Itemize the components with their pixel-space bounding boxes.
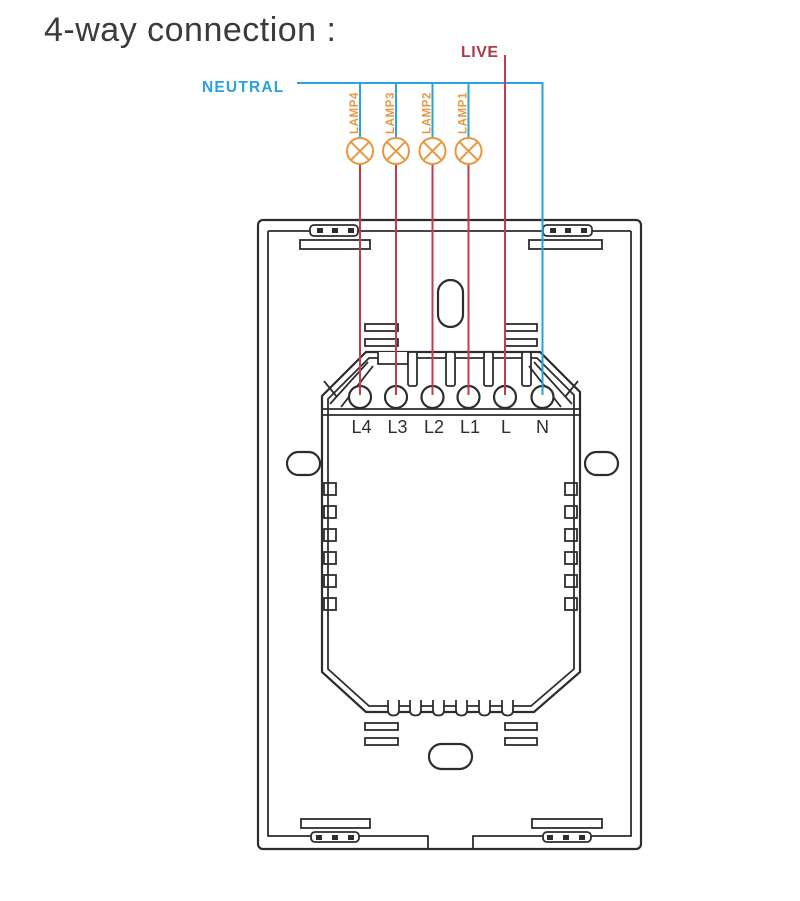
terminal-label-l: L (501, 417, 511, 437)
terminal-label-n: N (536, 417, 549, 437)
clip-pins-bottom (316, 835, 585, 840)
lamp4-icon (346, 137, 374, 165)
module-outer-outline (320, 350, 582, 714)
page-title: 4-way connection : (44, 11, 337, 49)
lamp-symbols (346, 137, 483, 165)
faceplate (256, 218, 643, 851)
switch-module (320, 350, 582, 717)
neutral-label: NEUTRAL (202, 79, 284, 96)
terminal-labels: L4 L3 L2 L1 L N (351, 417, 549, 437)
screw-hole-bottom (427, 742, 474, 771)
live-label: LIVE (461, 44, 499, 61)
module-inner-outline (327, 357, 575, 707)
terminal-dividers (407, 351, 532, 387)
terminal-shelf-line (322, 408, 580, 416)
lamp4-label: LAMP4 (349, 92, 361, 134)
vent-slots-lower (364, 722, 538, 746)
slot-top-left (299, 239, 371, 250)
slot-bottom-left (300, 818, 371, 829)
lamp1-icon (454, 137, 483, 165)
side-lugs (323, 482, 578, 611)
terminal-label-l3: L3 (387, 417, 407, 437)
clip-pins-top (317, 228, 587, 233)
slot-bottom-right (531, 818, 603, 829)
slot-top-right (528, 239, 603, 250)
terminal-label-l1: L1 (460, 417, 480, 437)
lamp1-label: LAMP1 (458, 92, 470, 134)
faceplate-outer-edge (256, 218, 643, 851)
lamp2-label: LAMP2 (422, 92, 434, 134)
screw-hole-top (436, 278, 465, 329)
lamp-labels: LAMP4 LAMP3 LAMP2 LAMP1 (349, 92, 470, 134)
bottom-tabs (387, 700, 514, 717)
neutral-bus-wire (297, 82, 544, 395)
neutral-wires (297, 82, 544, 395)
side-oval-left (285, 450, 322, 477)
terminal-label-l4: L4 (351, 417, 371, 437)
lamp2-icon (418, 137, 447, 165)
lamp3-label: LAMP3 (385, 92, 397, 134)
lamp3-icon (382, 137, 410, 165)
live-wires (359, 55, 506, 395)
terminal-label-l2: L2 (424, 417, 444, 437)
side-oval-right (583, 450, 620, 477)
terminal-top-notch (377, 352, 409, 365)
